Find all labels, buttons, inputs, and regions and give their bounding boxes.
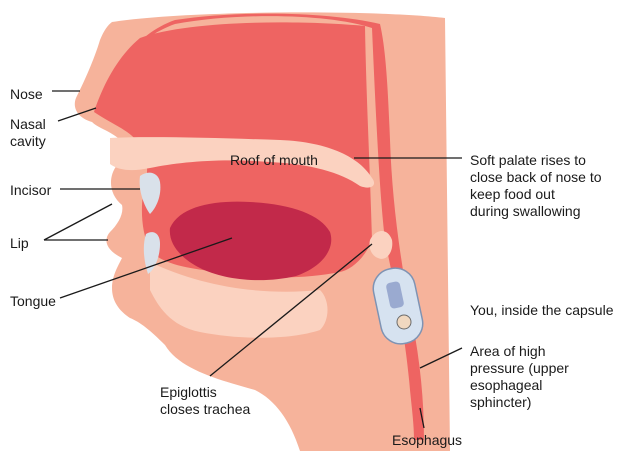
label-capsule: You, inside the capsule — [470, 302, 613, 319]
label-nose: Nose — [10, 86, 43, 103]
label-nasal-cavity: Nasal cavity — [10, 116, 46, 150]
lip-upper-line — [44, 204, 112, 240]
label-tongue: Tongue — [10, 293, 56, 310]
person-in-capsule-icon — [397, 315, 411, 329]
label-roof-of-mouth: Roof of mouth — [230, 152, 318, 169]
label-epiglottis: Epiglottis closes trachea — [160, 384, 250, 418]
label-soft-palate: Soft palate rises to close back of nose … — [470, 152, 602, 220]
label-lip: Lip — [10, 235, 29, 252]
label-esophagus: Esophagus — [392, 432, 462, 449]
label-high-pressure: Area of high pressure (upper esophageal … — [470, 343, 569, 411]
label-incisor: Incisor — [10, 182, 51, 199]
